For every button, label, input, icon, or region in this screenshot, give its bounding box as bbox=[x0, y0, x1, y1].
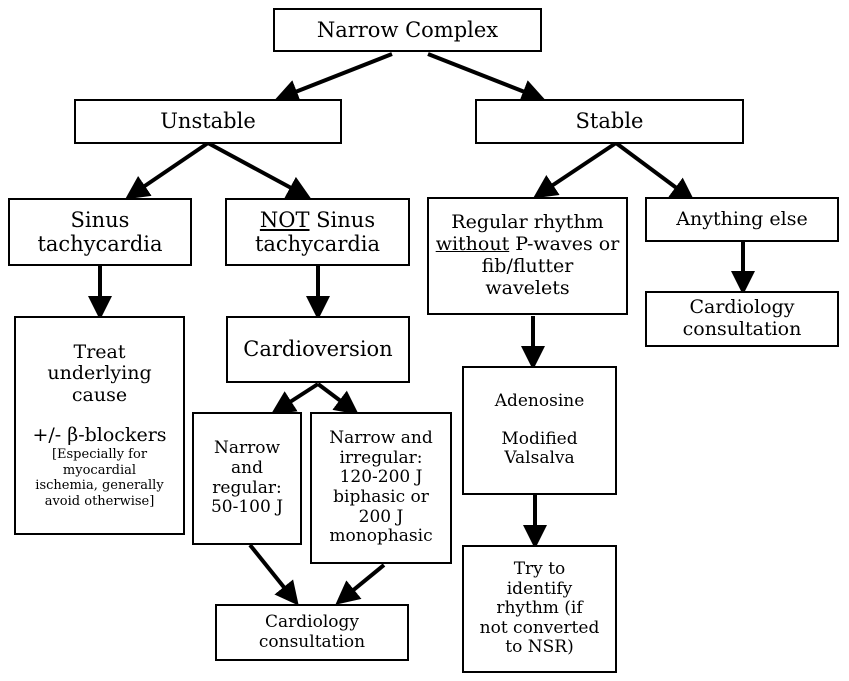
adenosine-line3: Valsalva bbox=[504, 448, 575, 469]
cardio-right-line1: Cardiology bbox=[689, 296, 795, 319]
node-narrow-complex-label: Narrow Complex bbox=[316, 17, 499, 42]
regular-line4: wavelets bbox=[485, 276, 570, 299]
regular-line2-rest: P-waves or bbox=[509, 233, 620, 256]
try-line2: identify bbox=[506, 578, 573, 599]
node-not-sinus-tachycardia: NOT Sinus tachycardia bbox=[225, 198, 410, 266]
regular-line3: fib/flutter bbox=[481, 255, 574, 277]
narrow-irregular-line4: biphasic or bbox=[333, 487, 429, 507]
arrow-unstable-to-sinus bbox=[125, 141, 210, 200]
narrow-irregular-line5: 200 J bbox=[358, 506, 404, 527]
treat-note4: avoid otherwise] bbox=[44, 493, 155, 509]
treat-line2: underlying bbox=[47, 362, 152, 385]
anything-else-label: Anything else bbox=[676, 207, 808, 230]
node-stable: Stable bbox=[475, 99, 744, 144]
node-narrow-complex: Narrow Complex bbox=[273, 8, 542, 52]
arrow-unstable-to-not-sinus bbox=[207, 141, 312, 199]
try-line4: not converted bbox=[479, 617, 600, 638]
node-anything-else: Anything else bbox=[645, 197, 839, 242]
node-narrow-irregular: Narrow and irregular: 120-200 J biphasic… bbox=[310, 412, 452, 564]
not-sinus-rest: Sinus bbox=[309, 207, 376, 232]
arrow-cardioversion-to-narrow-regular bbox=[270, 382, 320, 415]
treat-note2: myocardial bbox=[62, 462, 137, 478]
narrow-regular-line3: regular: bbox=[212, 477, 282, 498]
arrow-narrow-irregular-to-cardiology bbox=[335, 563, 386, 605]
regular-line2: without P-waves or bbox=[435, 233, 620, 256]
cardio-bottom-line1: Cardiology bbox=[265, 611, 359, 632]
node-cardiology-consultation-bottom: Cardiology consultation bbox=[215, 604, 409, 661]
cardioversion-label: Cardioversion bbox=[243, 337, 393, 362]
arrow-stable-to-anything bbox=[614, 141, 695, 202]
try-line1: Try to bbox=[513, 559, 566, 580]
arrow-narrow-regular-to-cardiology bbox=[248, 543, 299, 606]
node-unstable-label: Unstable bbox=[160, 109, 256, 134]
treat-note3: ischemia, generally bbox=[35, 478, 164, 494]
cardio-right-line2: consultation bbox=[682, 318, 802, 340]
narrow-irregular-line2: irregular: bbox=[339, 447, 423, 468]
node-treat-underlying-cause: Treat underlying cause +/- β-blockers [E… bbox=[14, 316, 185, 535]
cardio-bottom-line2: consultation bbox=[258, 631, 366, 652]
node-stable-label: Stable bbox=[575, 109, 644, 134]
node-sinus-tachycardia: Sinus tachycardia bbox=[8, 198, 192, 266]
sinus-line1: Sinus bbox=[70, 207, 130, 232]
narrow-irregular-line1: Narrow and bbox=[329, 428, 433, 449]
node-adenosine-valsalva: Adenosine Modified Valsalva bbox=[462, 366, 617, 495]
adenosine-line1: Adenosine bbox=[494, 391, 585, 412]
node-try-to-identify: Try to identify rhythm (if not converted… bbox=[462, 545, 617, 673]
sinus-line2: tachycardia bbox=[37, 232, 163, 256]
treat-line1: Treat bbox=[73, 340, 126, 363]
not-sinus-line1: NOT Sinus bbox=[260, 208, 375, 232]
narrow-irregular-line3: 120-200 J bbox=[339, 467, 423, 488]
try-line3: rhythm (if bbox=[496, 598, 583, 619]
narrow-irregular-line6: monophasic bbox=[329, 526, 433, 547]
arrow-narrow-to-stable bbox=[427, 52, 546, 103]
node-regular-rhythm: Regular rhythm without P-waves or fib/fl… bbox=[427, 197, 628, 315]
regular-line1: Regular rhythm bbox=[451, 211, 604, 234]
treat-beta-blockers: +/- β-blockers bbox=[32, 424, 167, 447]
narrow-regular-line1: Narrow bbox=[213, 438, 281, 459]
node-narrow-regular: Narrow and regular: 50-100 J bbox=[192, 412, 302, 545]
narrow-regular-line2: and bbox=[231, 457, 263, 478]
node-cardioversion: Cardioversion bbox=[226, 316, 410, 383]
regular-without: without bbox=[435, 233, 510, 256]
try-line5: to NSR) bbox=[505, 637, 574, 658]
arrow-cardioversion-to-narrow-irregular bbox=[316, 382, 359, 415]
treat-line3: cause bbox=[71, 384, 128, 407]
adenosine-line2: Modified bbox=[501, 428, 578, 449]
treat-note1: [Especially for bbox=[51, 447, 148, 462]
node-cardiology-consultation-right: Cardiology consultation bbox=[645, 291, 839, 347]
node-unstable: Unstable bbox=[74, 99, 342, 144]
arrow-stable-to-regular bbox=[533, 141, 618, 199]
narrow-regular-line4: 50-100 J bbox=[210, 497, 284, 518]
arrow-narrow-to-unstable bbox=[274, 52, 393, 103]
not-sinus-not: NOT bbox=[259, 207, 310, 232]
not-sinus-line2: tachycardia bbox=[254, 232, 381, 256]
